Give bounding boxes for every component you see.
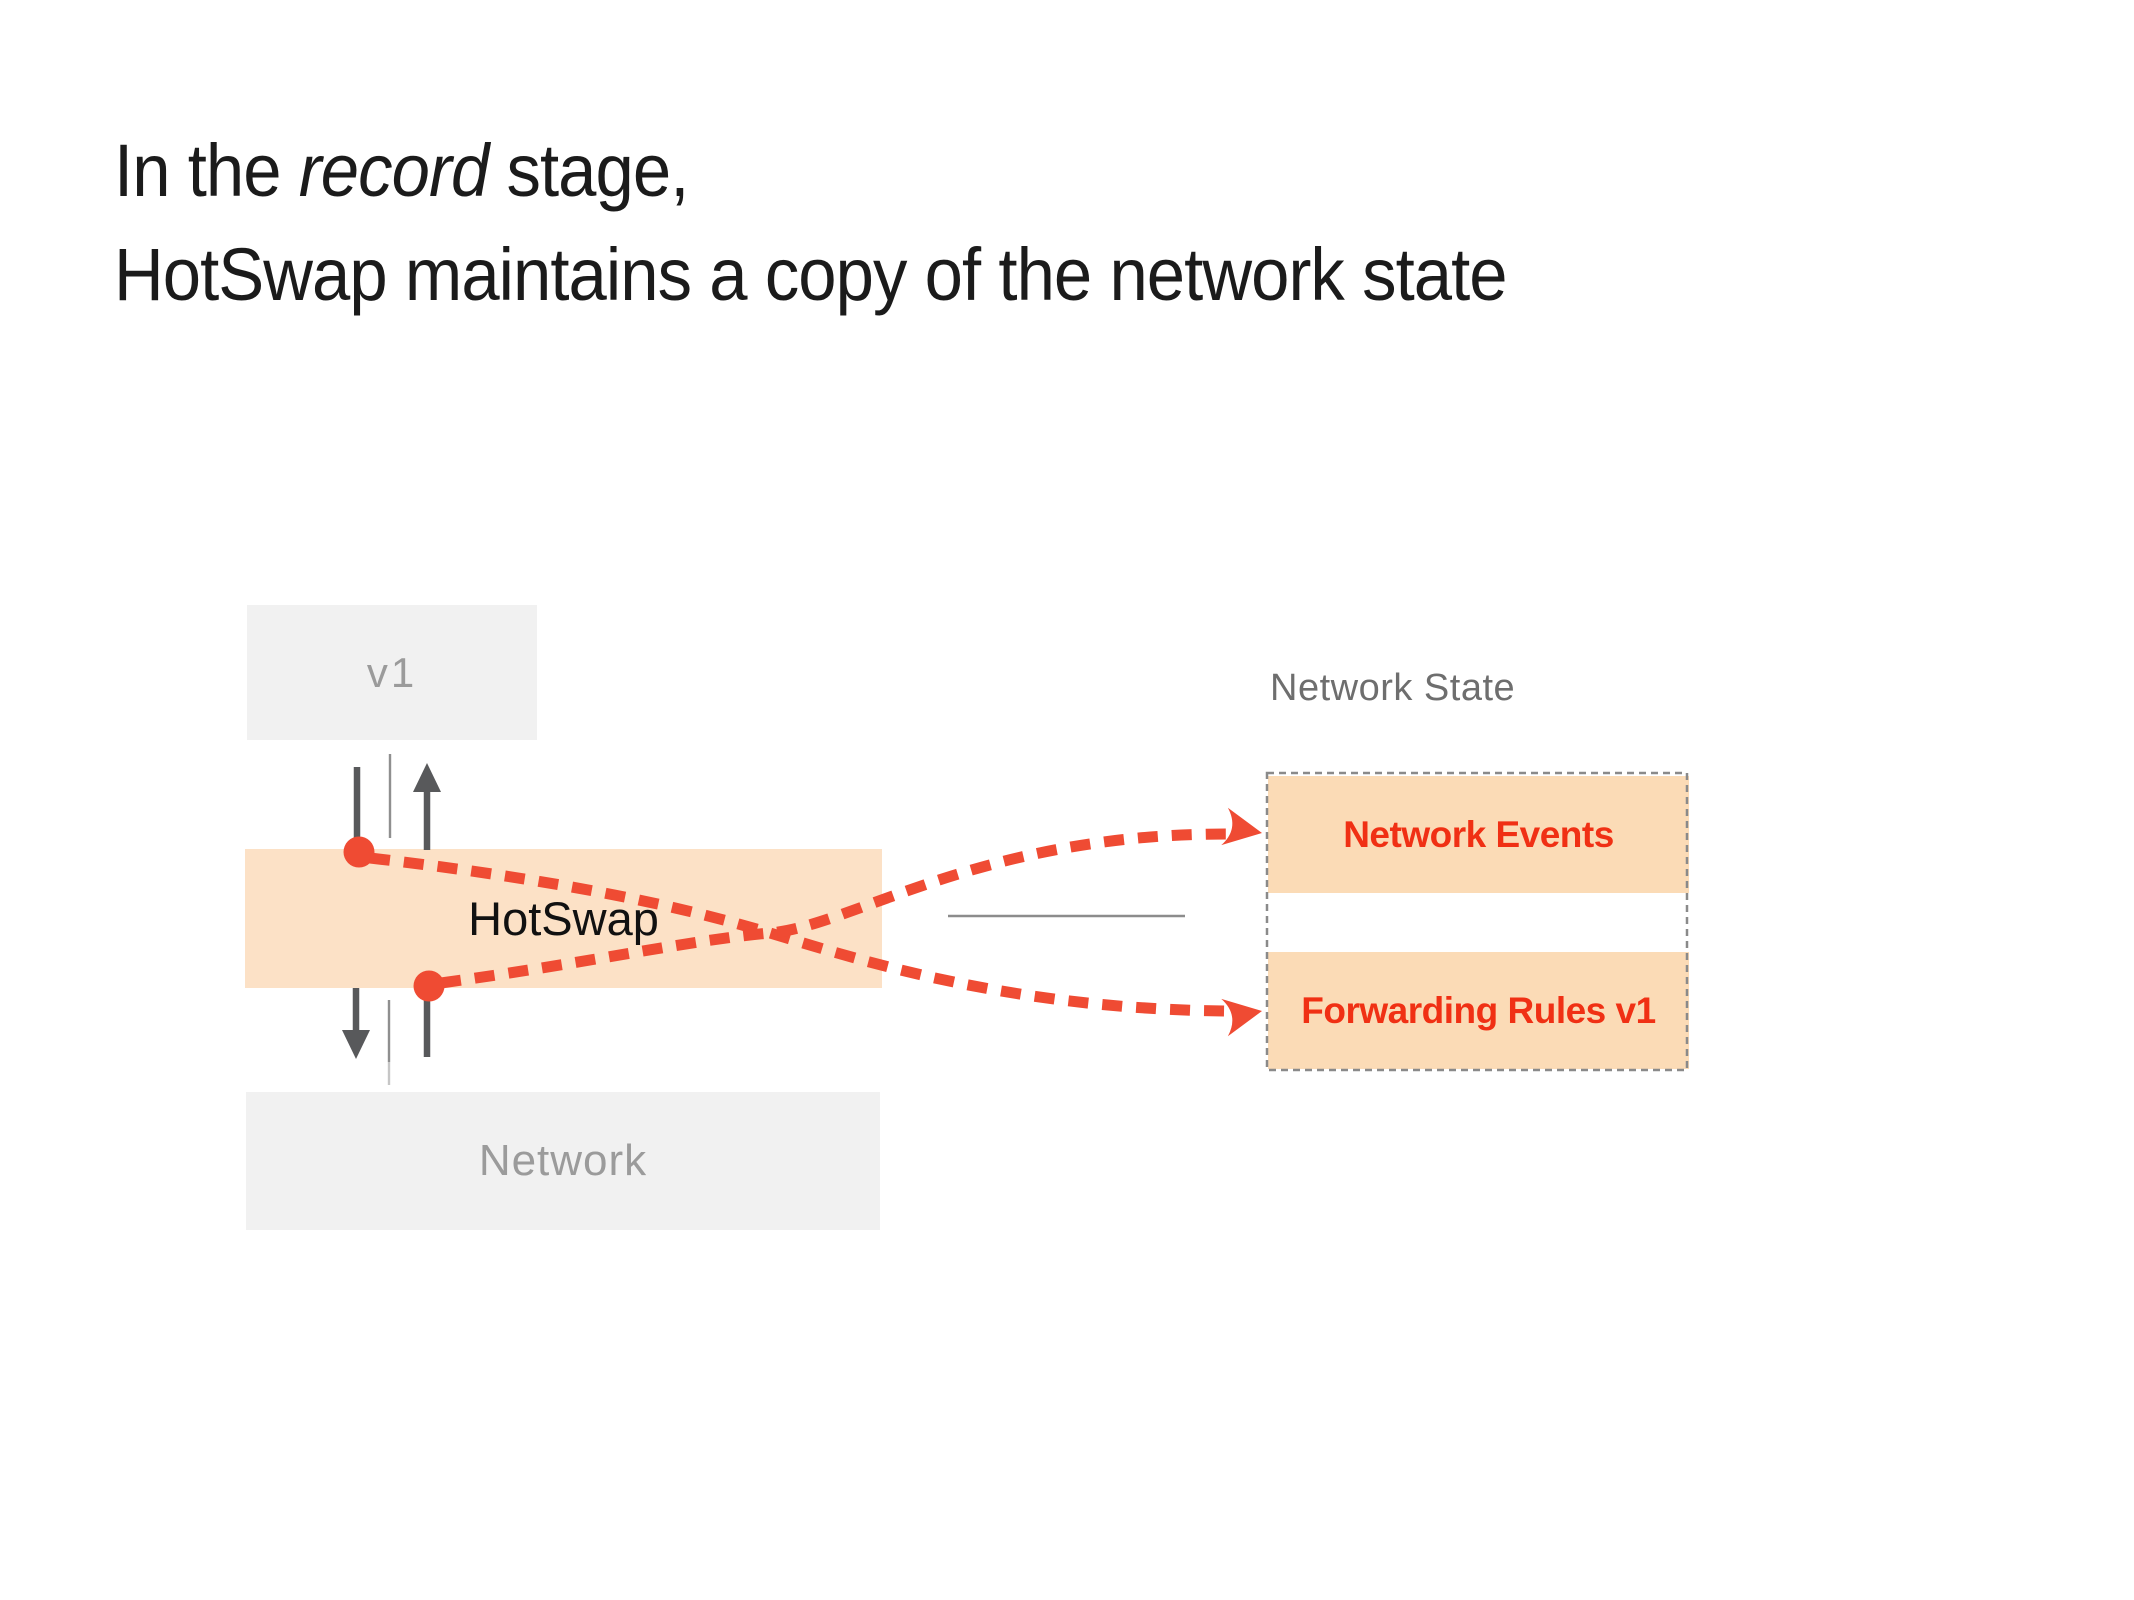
controller-v1-box: v1 <box>247 605 537 740</box>
forwarding-rules-label: Forwarding Rules v1 <box>1301 989 1656 1031</box>
hotswap-proxy-box: HotSwap <box>245 849 882 988</box>
arrowhead-network-events-icon <box>1221 807 1262 846</box>
controller-v1-label: v1 <box>366 648 418 696</box>
up-arrow-icon <box>413 763 441 792</box>
network-label: Network <box>478 1136 648 1185</box>
state-item-network-events: Network Events <box>1268 776 1689 893</box>
down-arrow-icon <box>342 1030 370 1059</box>
title-text-pre: In the <box>114 129 299 212</box>
title-emphasis-record: record <box>298 129 489 212</box>
state-item-forwarding-rules: Forwarding Rules v1 <box>1268 952 1689 1069</box>
network-events-label: Network Events <box>1343 813 1614 855</box>
hotswap-label: HotSwap <box>468 892 659 945</box>
title-text-post: stage, <box>488 129 689 212</box>
network-box: Network <box>246 1092 880 1230</box>
slide-title-line-1: In the record stage, <box>114 134 689 208</box>
slide-title-line-2: HotSwap maintains a copy of the network … <box>114 233 1508 316</box>
arrowhead-forwarding-rules-icon <box>1221 998 1262 1037</box>
network-state-title: Network State <box>1270 667 1516 709</box>
